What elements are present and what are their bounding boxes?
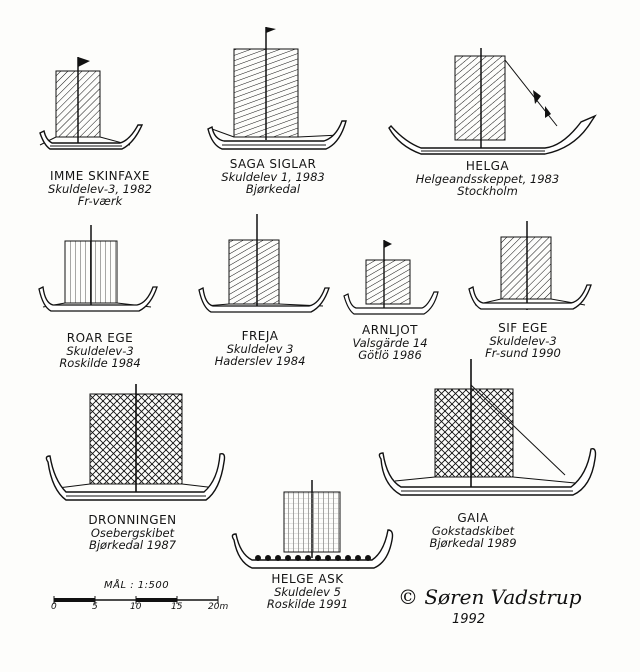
- ship-drawing-roar-ege: [35, 215, 165, 320]
- ship-place: Roskilde 1991: [266, 596, 349, 611]
- scale-title: MÅL : 1:500: [104, 580, 170, 591]
- ship-caption-dronningen: DRONNINGEN Osebergskibet Bjørkedal 1987: [65, 514, 200, 551]
- ship-drawing-sif-ege: [465, 215, 595, 320]
- ship-origin: Skuldelev-3: [66, 343, 134, 358]
- ship-name: FREJA: [241, 329, 279, 343]
- ship-name: HELGE ASK: [271, 572, 344, 586]
- ship-drawing-imme-skinfaxe: [30, 45, 170, 160]
- ship-drawing-helga: [385, 30, 605, 160]
- ship-name: ROAR EGE: [66, 331, 134, 345]
- scale-tick: 15: [171, 602, 183, 612]
- scale-tick: 5: [92, 602, 98, 612]
- ship-name: SAGA SIGLAR: [229, 157, 317, 171]
- ship-name: HELGA: [465, 159, 510, 173]
- ship-name: DRONNINGEN: [88, 513, 177, 527]
- ship-caption-imme-skinfaxe: IMME SKINFAXE Skuldelev-3, 1982 Fr-værk: [20, 170, 180, 207]
- ship-origin: Osebergskibet: [90, 525, 175, 540]
- ship-caption-roar-ege: ROAR EGE Skuldelev-3 Roskilde 1984: [35, 332, 165, 369]
- ship-caption-freja: FREJA Skuldelev 3 Haderslev 1984: [195, 330, 325, 367]
- ship-drawing-freja: [195, 210, 335, 325]
- ship-place: Stockholm: [457, 183, 518, 198]
- ship-name: ARNLJOT: [361, 323, 419, 337]
- ship-place: Fr-værk: [77, 193, 123, 208]
- ship-place: Fr-sund 1990: [485, 345, 561, 360]
- ship-origin: Skuldelev 5: [274, 584, 341, 599]
- ship-name: SIF EGE: [498, 321, 548, 335]
- ship-place: Haderslev 1984: [214, 353, 306, 368]
- ship-drawing-saga-siglar: [200, 25, 360, 160]
- ship-name: GAIA: [457, 511, 489, 525]
- ship-drawing-helge-ask: [228, 478, 398, 578]
- ship-caption-gaia: GAIA Gokstadskibet Bjørkedal 1989: [408, 512, 538, 549]
- ship-name: IMME SKINFAXE: [50, 169, 150, 183]
- ship-caption-helge-ask: HELGE ASK Skuldelev 5 Roskilde 1991: [240, 573, 375, 610]
- ship-drawing-dronningen: [40, 380, 230, 510]
- ship-place: Bjørkedal 1989: [429, 535, 517, 550]
- ship-origin: Valsgärde 14: [352, 335, 428, 350]
- ship-origin: Skuldelev 3: [226, 341, 294, 356]
- scale-tick: 0: [51, 602, 57, 612]
- ship-caption-saga-siglar: SAGA SIGLAR Skuldelev 1, 1983 Bjørkedal: [198, 158, 348, 195]
- scale-tick: 20m: [208, 602, 229, 612]
- ship-place: Götlö 1986: [358, 347, 422, 362]
- ship-place: Bjørkedal 1987: [88, 537, 177, 552]
- ship-drawing-arnljot: [340, 240, 440, 320]
- ship-caption-helga: HELGA Helgeandsskeppet, 1983 Stockholm: [400, 160, 575, 197]
- ship-drawing-gaia: [375, 355, 605, 505]
- ship-caption-sif-ege: SIF EGE Skuldelev-3 Fr-sund 1990: [458, 322, 588, 359]
- ship-origin: Helgeandsskeppet, 1983: [415, 171, 560, 186]
- scale-bar: MÅL : 1:500 0 5 10 15 20m: [46, 580, 246, 620]
- ship-place: Bjørkedal: [245, 181, 301, 196]
- ship-origin: Skuldelev-3, 1982: [48, 181, 152, 196]
- ship-origin: Gokstadskibet: [431, 523, 515, 538]
- ship-origin: Skuldelev 1, 1983: [221, 169, 325, 184]
- scale-tick: 10: [130, 602, 142, 612]
- ship-caption-arnljot: ARNLJOT Valsgärde 14 Götlö 1986: [340, 324, 440, 361]
- artist-signature: © Søren Vadstrup: [398, 585, 582, 609]
- ship-origin: Skuldelev-3: [489, 333, 557, 348]
- scale-bar-graphic: [53, 596, 219, 604]
- signature-year: 1992: [452, 612, 486, 627]
- ship-place: Roskilde 1984: [59, 355, 141, 370]
